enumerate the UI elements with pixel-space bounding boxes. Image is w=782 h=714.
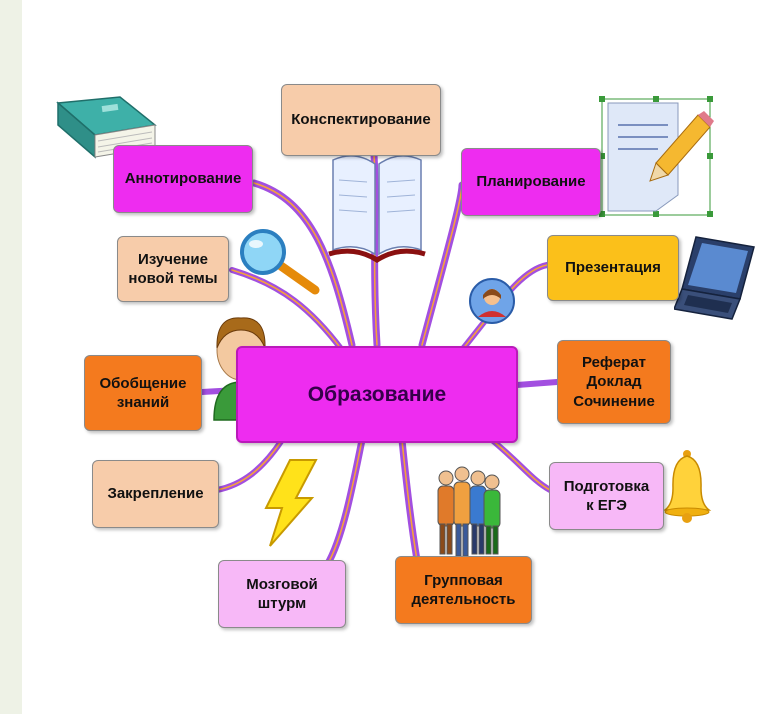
topic-label-line: Сочинение xyxy=(573,392,655,410)
topic-label: Закрепление xyxy=(107,485,204,503)
center-node: Образование xyxy=(236,346,518,443)
topic-label-line: к ЕГЭ xyxy=(586,497,627,514)
topic-label: Аннотирование xyxy=(124,170,242,188)
topic-label-line: Мозговой xyxy=(246,575,318,593)
topic-label-line: Групповая xyxy=(424,571,503,589)
topic-label: Презентация xyxy=(565,259,661,277)
group-people-icon xyxy=(437,466,501,557)
topic-izuchenie: Изучение новой темы xyxy=(117,236,229,302)
topic-label: Планирование xyxy=(476,173,586,191)
document-pencil-icon xyxy=(599,96,714,217)
topic-annotirovanie: Аннотирование xyxy=(113,145,253,213)
topic-label-line: Изучение xyxy=(138,250,208,268)
topic-planirovanie: Планирование xyxy=(461,148,601,216)
topic-prezentatsiya: Презентация xyxy=(547,235,679,301)
topic-label-line: Доклад xyxy=(586,373,642,391)
topic-obobshchenie: Обобщение знаний xyxy=(84,355,202,431)
topic-label-line: деятельность xyxy=(411,591,516,608)
topic-konspektirovanie: Конспектирование xyxy=(281,84,441,156)
topic-label-line: Реферат xyxy=(581,353,647,371)
topic-podgotovka: Подготовка к ЕГЭ xyxy=(549,462,664,530)
topic-label-line: знаний xyxy=(116,394,170,411)
topic-label-line: Подготовка xyxy=(563,477,650,495)
topic-zakreplenie: Закрепление xyxy=(92,460,219,528)
topic-referat: Реферат Доклад Сочинение xyxy=(557,340,671,424)
mind-map-canvas: Конспектирование Аннотирование Планирова… xyxy=(22,0,782,714)
magnifier-icon xyxy=(240,229,320,295)
book-stack-icon xyxy=(56,96,157,159)
branch-mozgovoy xyxy=(323,436,366,569)
center-label: Образование xyxy=(307,382,447,406)
topic-label: Конспектирование xyxy=(291,111,431,129)
bell-icon xyxy=(662,450,712,523)
topic-gruppovaya: Групповая деятельность xyxy=(395,556,532,624)
topic-label-line: штурм xyxy=(257,595,307,612)
lightning-icon xyxy=(264,459,318,547)
laptop-icon xyxy=(674,236,755,320)
topic-label-line: новой темы xyxy=(128,270,218,287)
branch-referat xyxy=(514,379,560,388)
topic-mozgovoy: Мозговой штурм xyxy=(218,560,346,628)
topic-label-line: Обобщение xyxy=(99,374,187,392)
open-book-icon xyxy=(328,155,426,263)
person-avatar-icon xyxy=(469,278,515,324)
